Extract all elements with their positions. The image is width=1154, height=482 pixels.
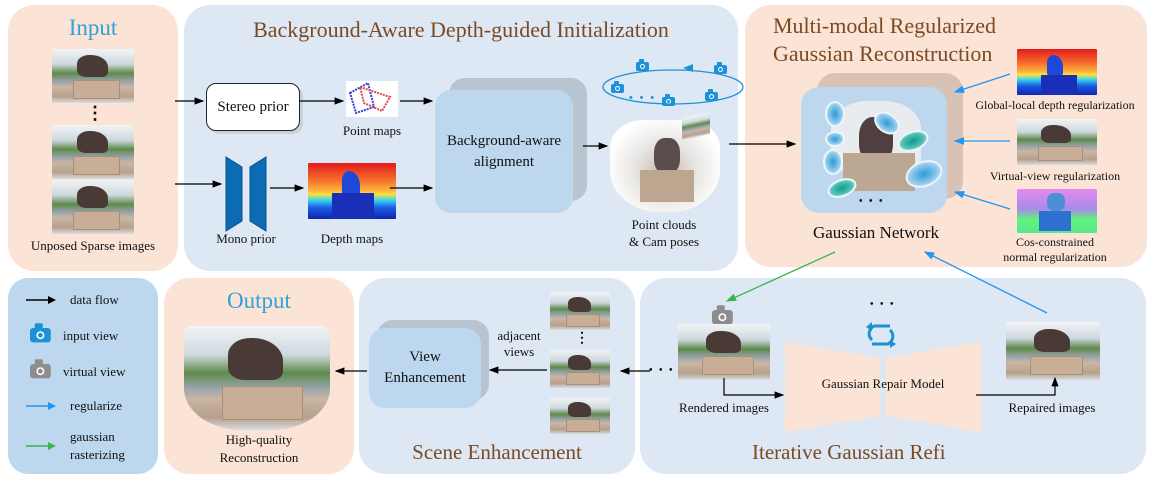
output-caption-line1: High-quality — [225, 432, 293, 447]
depth-regularization-label: Global-local depth regularization — [975, 98, 1135, 112]
input-panel: Input ⋮ Unposed Sparse images — [8, 5, 178, 271]
mono-prior-icon — [225, 156, 267, 232]
output-title: Output — [227, 288, 291, 313]
output-panel: Output High-quality Reconstruction — [164, 278, 354, 474]
view-enhancement-box: View Enhancement — [369, 328, 481, 408]
black-arrow-icon — [26, 296, 56, 304]
adjacent-view-image-3 — [550, 398, 610, 434]
point-clouds-label-line2: & Cam poses — [628, 234, 700, 249]
iterative-top-dots: • • • — [870, 299, 896, 310]
rendered-images-label: Rendered images — [679, 400, 769, 415]
legend-item-regularize: regularize — [26, 398, 122, 414]
normal-regularization-image — [1017, 189, 1097, 233]
input-camera-icon — [705, 89, 718, 101]
input-title: Input — [68, 15, 118, 40]
alignment-label-line1: Background-aware — [446, 132, 562, 149]
input-camera-icon — [636, 59, 649, 71]
output-caption-line2: Reconstruction — [219, 450, 299, 465]
depth-regularization-image — [1017, 49, 1097, 95]
input-caption: Unposed Sparse images — [30, 238, 156, 253]
point-clouds-label-line1: Point clouds — [631, 217, 697, 232]
initialization-panel: Background-Aware Depth-guided Initializa… — [184, 5, 738, 271]
repaired-image — [1006, 322, 1100, 380]
initialization-title: Background-Aware Depth-guided Initializa… — [253, 17, 669, 42]
green-arrow-icon — [26, 441, 56, 450]
legend-panel: data flow input view virtual view regula… — [8, 278, 158, 474]
rendered-image — [678, 324, 770, 380]
reconstruction-panel: Multi-modal Regularized Gaussian Reconst… — [745, 5, 1147, 267]
background-aware-alignment-box: Background-aware alignment — [435, 90, 573, 213]
scene-enhancement-title: Scene Enhancement — [412, 440, 582, 464]
gaussian-repair-model-shape — [785, 342, 981, 432]
alignment-label-line2: alignment — [474, 153, 534, 170]
adjacent-view-image-1 — [550, 292, 610, 330]
gaussian-repair-model-label: Gaussian Repair Model — [821, 376, 945, 391]
stereo-prior-box: Stereo prior — [206, 83, 300, 131]
input-camera-icon — [662, 94, 675, 106]
input-image-3 — [52, 180, 134, 234]
legend-item-virtual-view: virtual view — [30, 358, 125, 380]
point-maps-image — [346, 81, 398, 117]
adjacent-views-ellipsis: ⋮ — [575, 331, 589, 346]
legend-item-data-flow: data flow — [26, 292, 119, 308]
blue-arrow-icon — [26, 402, 56, 410]
gaussian-ellipse — [825, 131, 845, 147]
iterative-panel: • • • Rendered images • • • Gaussian Rep… — [640, 278, 1146, 474]
iterative-left-dots: • • • — [649, 365, 675, 376]
input-camera-icon — [714, 62, 727, 74]
legend-item-gaussian-rasterizing: gaussian rasterizing — [26, 428, 125, 463]
legend-item-input-view: input view — [30, 322, 118, 344]
camera-gray-icon — [30, 358, 51, 378]
scene-enhancement-panel: View Enhancement adjacent views ⋮ Scene … — [359, 278, 635, 474]
point-cloud-image — [610, 120, 720, 212]
depth-maps-label: Depth maps — [320, 231, 384, 246]
view-enhancement-line1: View — [409, 349, 441, 365]
adjacent-view-image-2 — [550, 350, 610, 388]
input-ellipsis: ⋮ — [86, 103, 104, 123]
point-maps-label: Point maps — [342, 123, 402, 138]
view-enhancement-line2: Enhancement — [384, 370, 466, 386]
virtual-view-image — [1017, 119, 1097, 165]
input-camera-icon — [611, 81, 624, 93]
depth-maps-image — [308, 163, 396, 219]
camera-ring-dots: • • • — [629, 92, 657, 104]
high-quality-reconstruction-image — [184, 326, 330, 430]
gaussian-network-dots: • • • — [859, 196, 885, 207]
iterative-title: Iterative Gaussian Refi — [752, 440, 946, 464]
mono-prior-label: Mono prior — [216, 231, 276, 246]
stereo-prior-label: Stereo prior — [217, 98, 289, 115]
adjacent-views-line1: adjacent — [497, 328, 541, 343]
gaussian-network-box: • • • — [801, 87, 947, 213]
refresh-loop-icon — [866, 322, 896, 348]
normal-regularization-label-line2: normal regularization — [1003, 250, 1107, 264]
camera-blue-icon — [30, 322, 51, 342]
repaired-images-label: Repaired images — [1008, 400, 1096, 415]
virtual-camera-icon — [712, 305, 733, 325]
adjacent-views-line2: views — [503, 344, 535, 359]
normal-regularization-label-line1: Cos-constrained — [1016, 235, 1094, 249]
gaussian-ellipse — [825, 101, 845, 127]
reconstruction-title-line1: Multi-modal Regularized — [773, 13, 996, 38]
gaussian-ellipse — [823, 149, 843, 175]
reconstruction-title-line2: Gaussian Reconstruction — [773, 41, 993, 66]
input-image-1 — [52, 49, 134, 103]
input-image-2 — [52, 125, 134, 179]
virtual-view-label: Virtual-view regularization — [989, 169, 1121, 183]
gaussian-network-label: Gaussian Network — [812, 223, 940, 242]
